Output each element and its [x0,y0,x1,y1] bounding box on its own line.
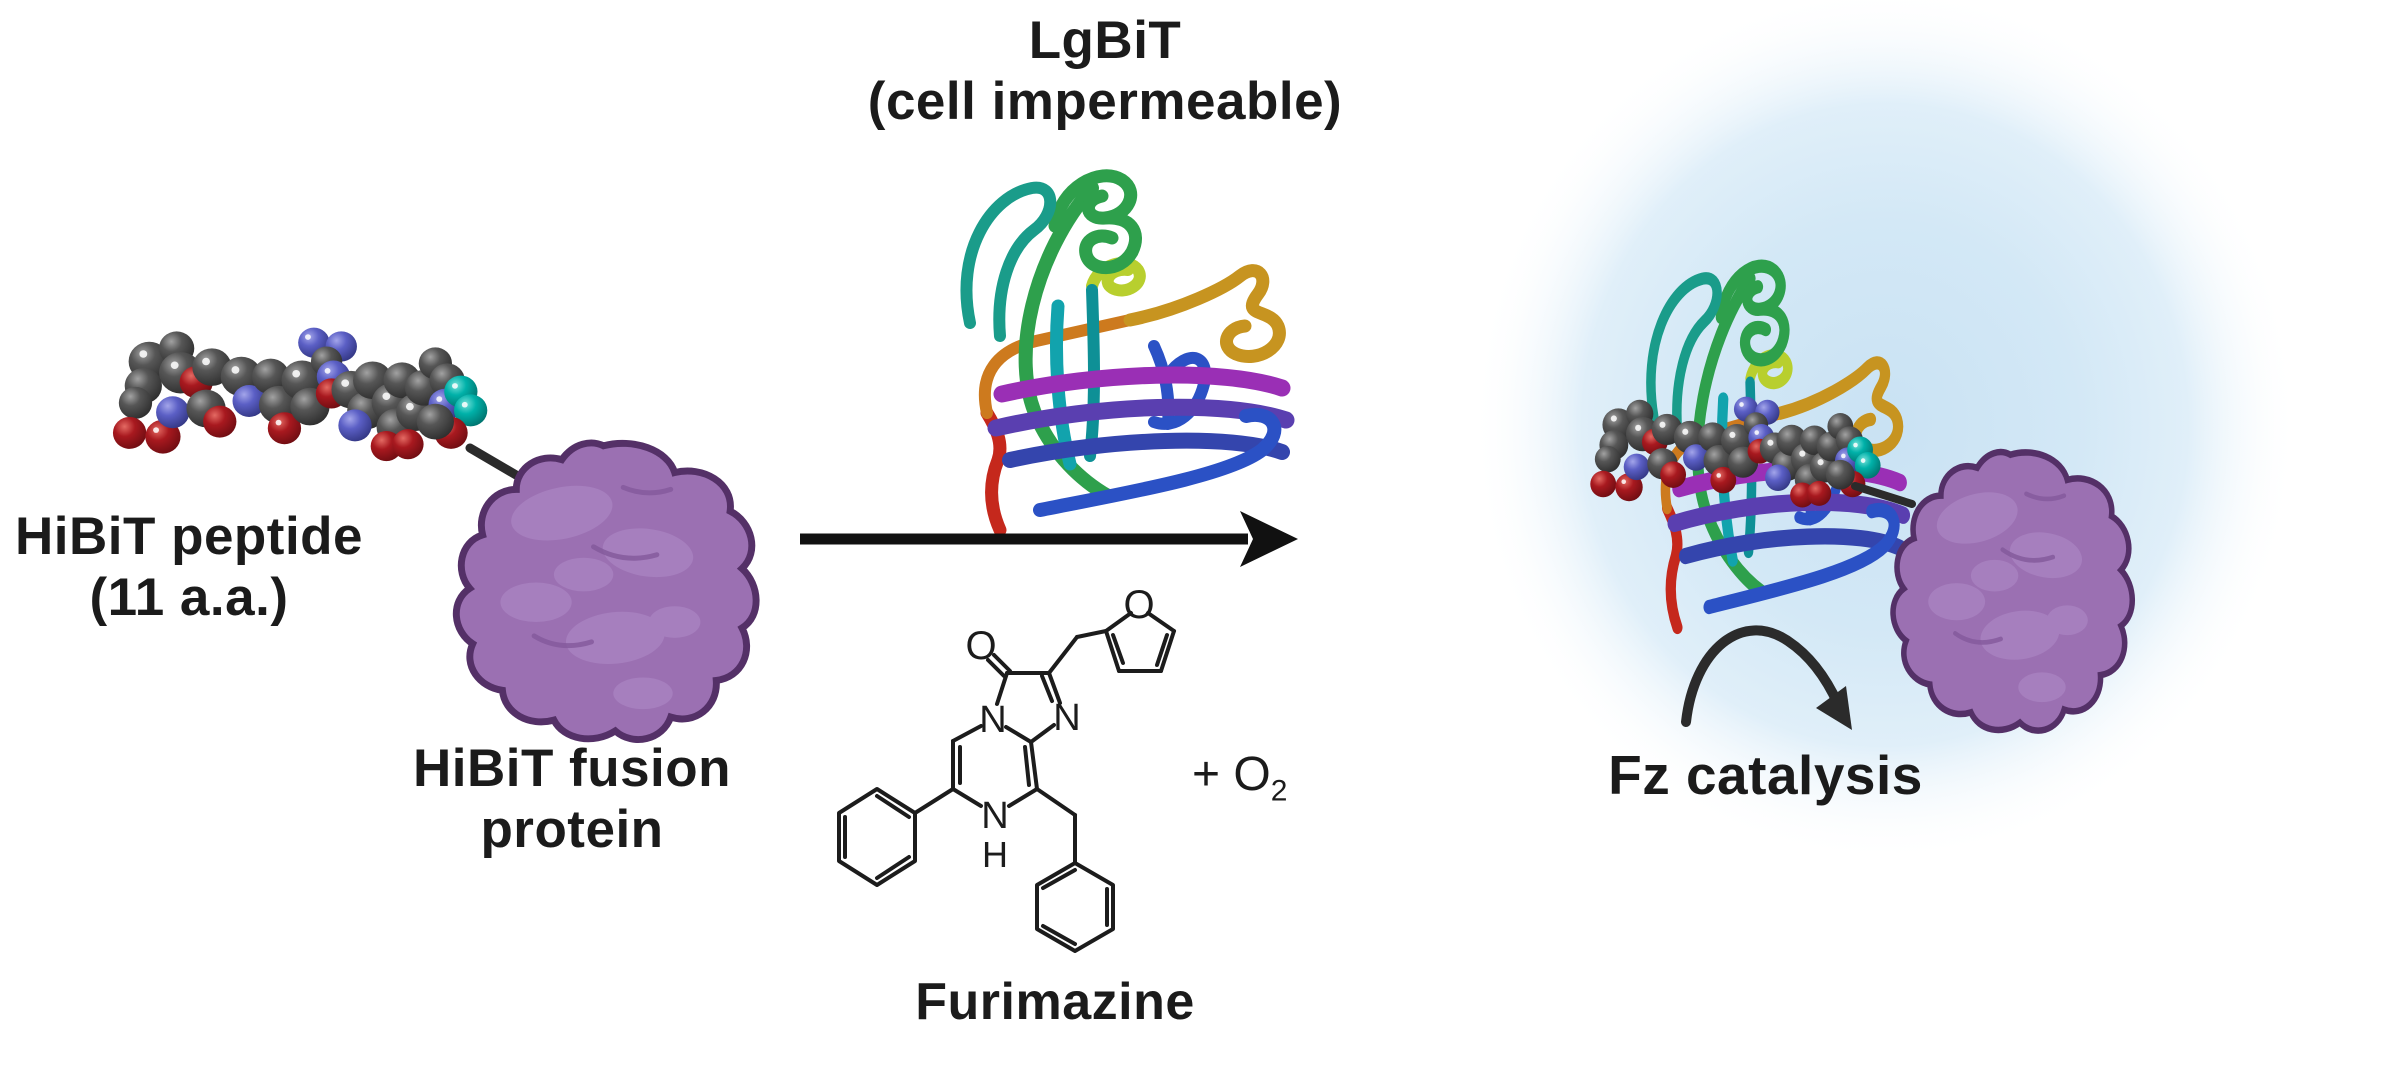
furan-ring [1047,611,1176,675]
hibit-peptide-label: HiBiT peptide (11 a.a.) [0,506,378,629]
fusion-protein-blob [456,443,756,740]
lgbit-label-line1: LgBiT [1028,11,1182,70]
furan-oxygen-label: O [1123,583,1154,627]
lgbit-label: LgBiT (cell impermeable) [755,10,1455,133]
phenyl-ring-left [837,787,955,887]
imidazole-ring [995,671,1062,744]
pyrazine-ring [951,724,1039,808]
assembled-complex-group [1590,266,2132,731]
oxygen-label-text: + O [1192,748,1271,801]
reaction-arrow-head [1240,511,1298,567]
fusion-protein-label: HiBiT fusion protein [398,738,746,861]
fz-catalysis-label: Fz catalysis [1608,744,1923,806]
ketone-oxygen-label: O [965,624,996,668]
complex-peptide-tether [1851,482,1916,508]
fusion-protein-label-line1: HiBiT fusion [412,739,732,798]
catalysis-arrow [1681,625,1852,730]
lgbit-label-line2: (cell impermeable) [867,72,1343,132]
hibit-peptide-model [112,327,488,462]
ketone-bond [986,653,1012,678]
imine-nitrogen-label: N [1053,697,1080,739]
reaction-arrow [800,511,1298,567]
furimazine-label: Furimazine [915,973,1195,1031]
lgbit-ribbon-structure [966,176,1286,530]
ring-nitrogen-label: N [981,795,1008,837]
hibit-peptide-label-line2: (11 a.a.) [89,568,289,628]
hibit-peptide-label-line1: HiBiT peptide [14,507,364,566]
fusion-protein-label-line2: protein [480,800,664,860]
oxygen-label-subscript: 2 [1270,774,1288,808]
nh-hydrogen-label: H [982,834,1008,875]
bridgehead-nitrogen-label: N [979,699,1006,741]
oxygen-label: + O2 [1192,747,1352,806]
benzyl-ring [1035,787,1115,953]
atom-labels: O O N N N H [965,583,1154,875]
hibit-fusion-group [112,327,756,740]
catalysis-arrow-head [1816,686,1852,730]
furimazine-structure: O O N N N H [837,583,1176,953]
